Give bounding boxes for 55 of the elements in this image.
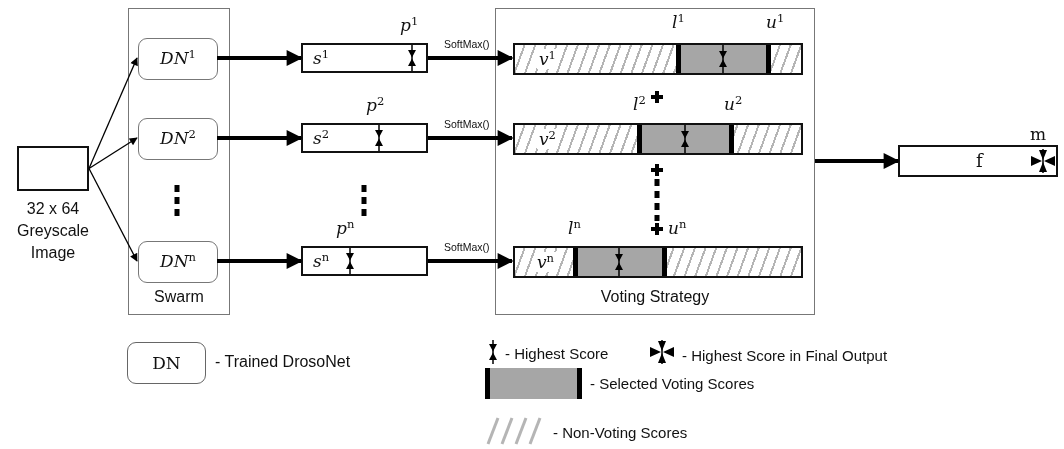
image-caption: 32 x 64 Greyscale Image (16, 199, 90, 263)
arrow (217, 253, 303, 269)
legend-sample-box: DN (127, 342, 206, 384)
arrow (88, 57, 138, 170)
math-label: v$^{1}$ (537, 49, 558, 69)
score-bar (301, 43, 428, 73)
voting-bar (513, 246, 803, 278)
arrow (815, 153, 900, 169)
math-label: u$^{1}$ (766, 12, 785, 32)
arrow (428, 253, 514, 269)
math-label: DN$^{n}$ (159, 251, 197, 271)
math-label: u$^{n}$ (668, 218, 687, 238)
arrow (217, 130, 303, 146)
edge-label: SoftMax() (444, 241, 490, 254)
voting-panel (495, 8, 815, 315)
swarm-panel (128, 8, 230, 315)
math-label: s$^{2}$ (313, 128, 330, 148)
arrow (428, 50, 514, 66)
arrow (428, 130, 514, 146)
math-label: v$^{n}$ (535, 252, 557, 272)
image-box (17, 146, 89, 191)
math-label: p$^{2}$ (366, 95, 385, 115)
legend-text: - Highest Score (505, 345, 609, 363)
score-bar (301, 246, 428, 276)
network-box (138, 241, 218, 283)
voting-bar (513, 43, 803, 75)
arrow (88, 137, 138, 170)
voting-bar (513, 123, 803, 155)
output-bar (898, 145, 1058, 177)
math-label: DN$^{2}$ (159, 128, 197, 148)
edge-label: SoftMax() (444, 38, 490, 51)
legend-text: - Selected Voting Scores (590, 375, 755, 393)
math-label: u$^{2}$ (724, 94, 743, 114)
panel-label: Voting Strategy (599, 288, 711, 306)
arrow (217, 50, 303, 66)
math-label: l$^{2}$ (633, 94, 646, 114)
network-box (138, 118, 218, 160)
math-label: s$^{1}$ (313, 48, 330, 68)
panel-label: f (976, 152, 983, 170)
network-box (138, 38, 218, 80)
edge-label: SoftMax() (444, 118, 490, 131)
legend-text: - Non-Voting Scores (553, 424, 688, 442)
score-bar (301, 123, 428, 153)
arrow (88, 167, 138, 262)
math-label: m (1030, 125, 1047, 143)
legend-text: - Highest Score in Final Output (682, 347, 888, 365)
math-label: p$^{n}$ (336, 218, 355, 238)
math-label: v$^{2}$ (537, 129, 558, 149)
math-label: s$^{n}$ (313, 251, 330, 271)
legend-text: - Trained DrosoNet (215, 353, 351, 371)
math-label: l$^{1}$ (672, 12, 685, 32)
math-label: p$^{1}$ (400, 15, 419, 35)
math-label: l$^{n}$ (568, 218, 581, 238)
math-label: DN$^{1}$ (159, 48, 197, 68)
panel-label: Swarm (153, 288, 205, 306)
